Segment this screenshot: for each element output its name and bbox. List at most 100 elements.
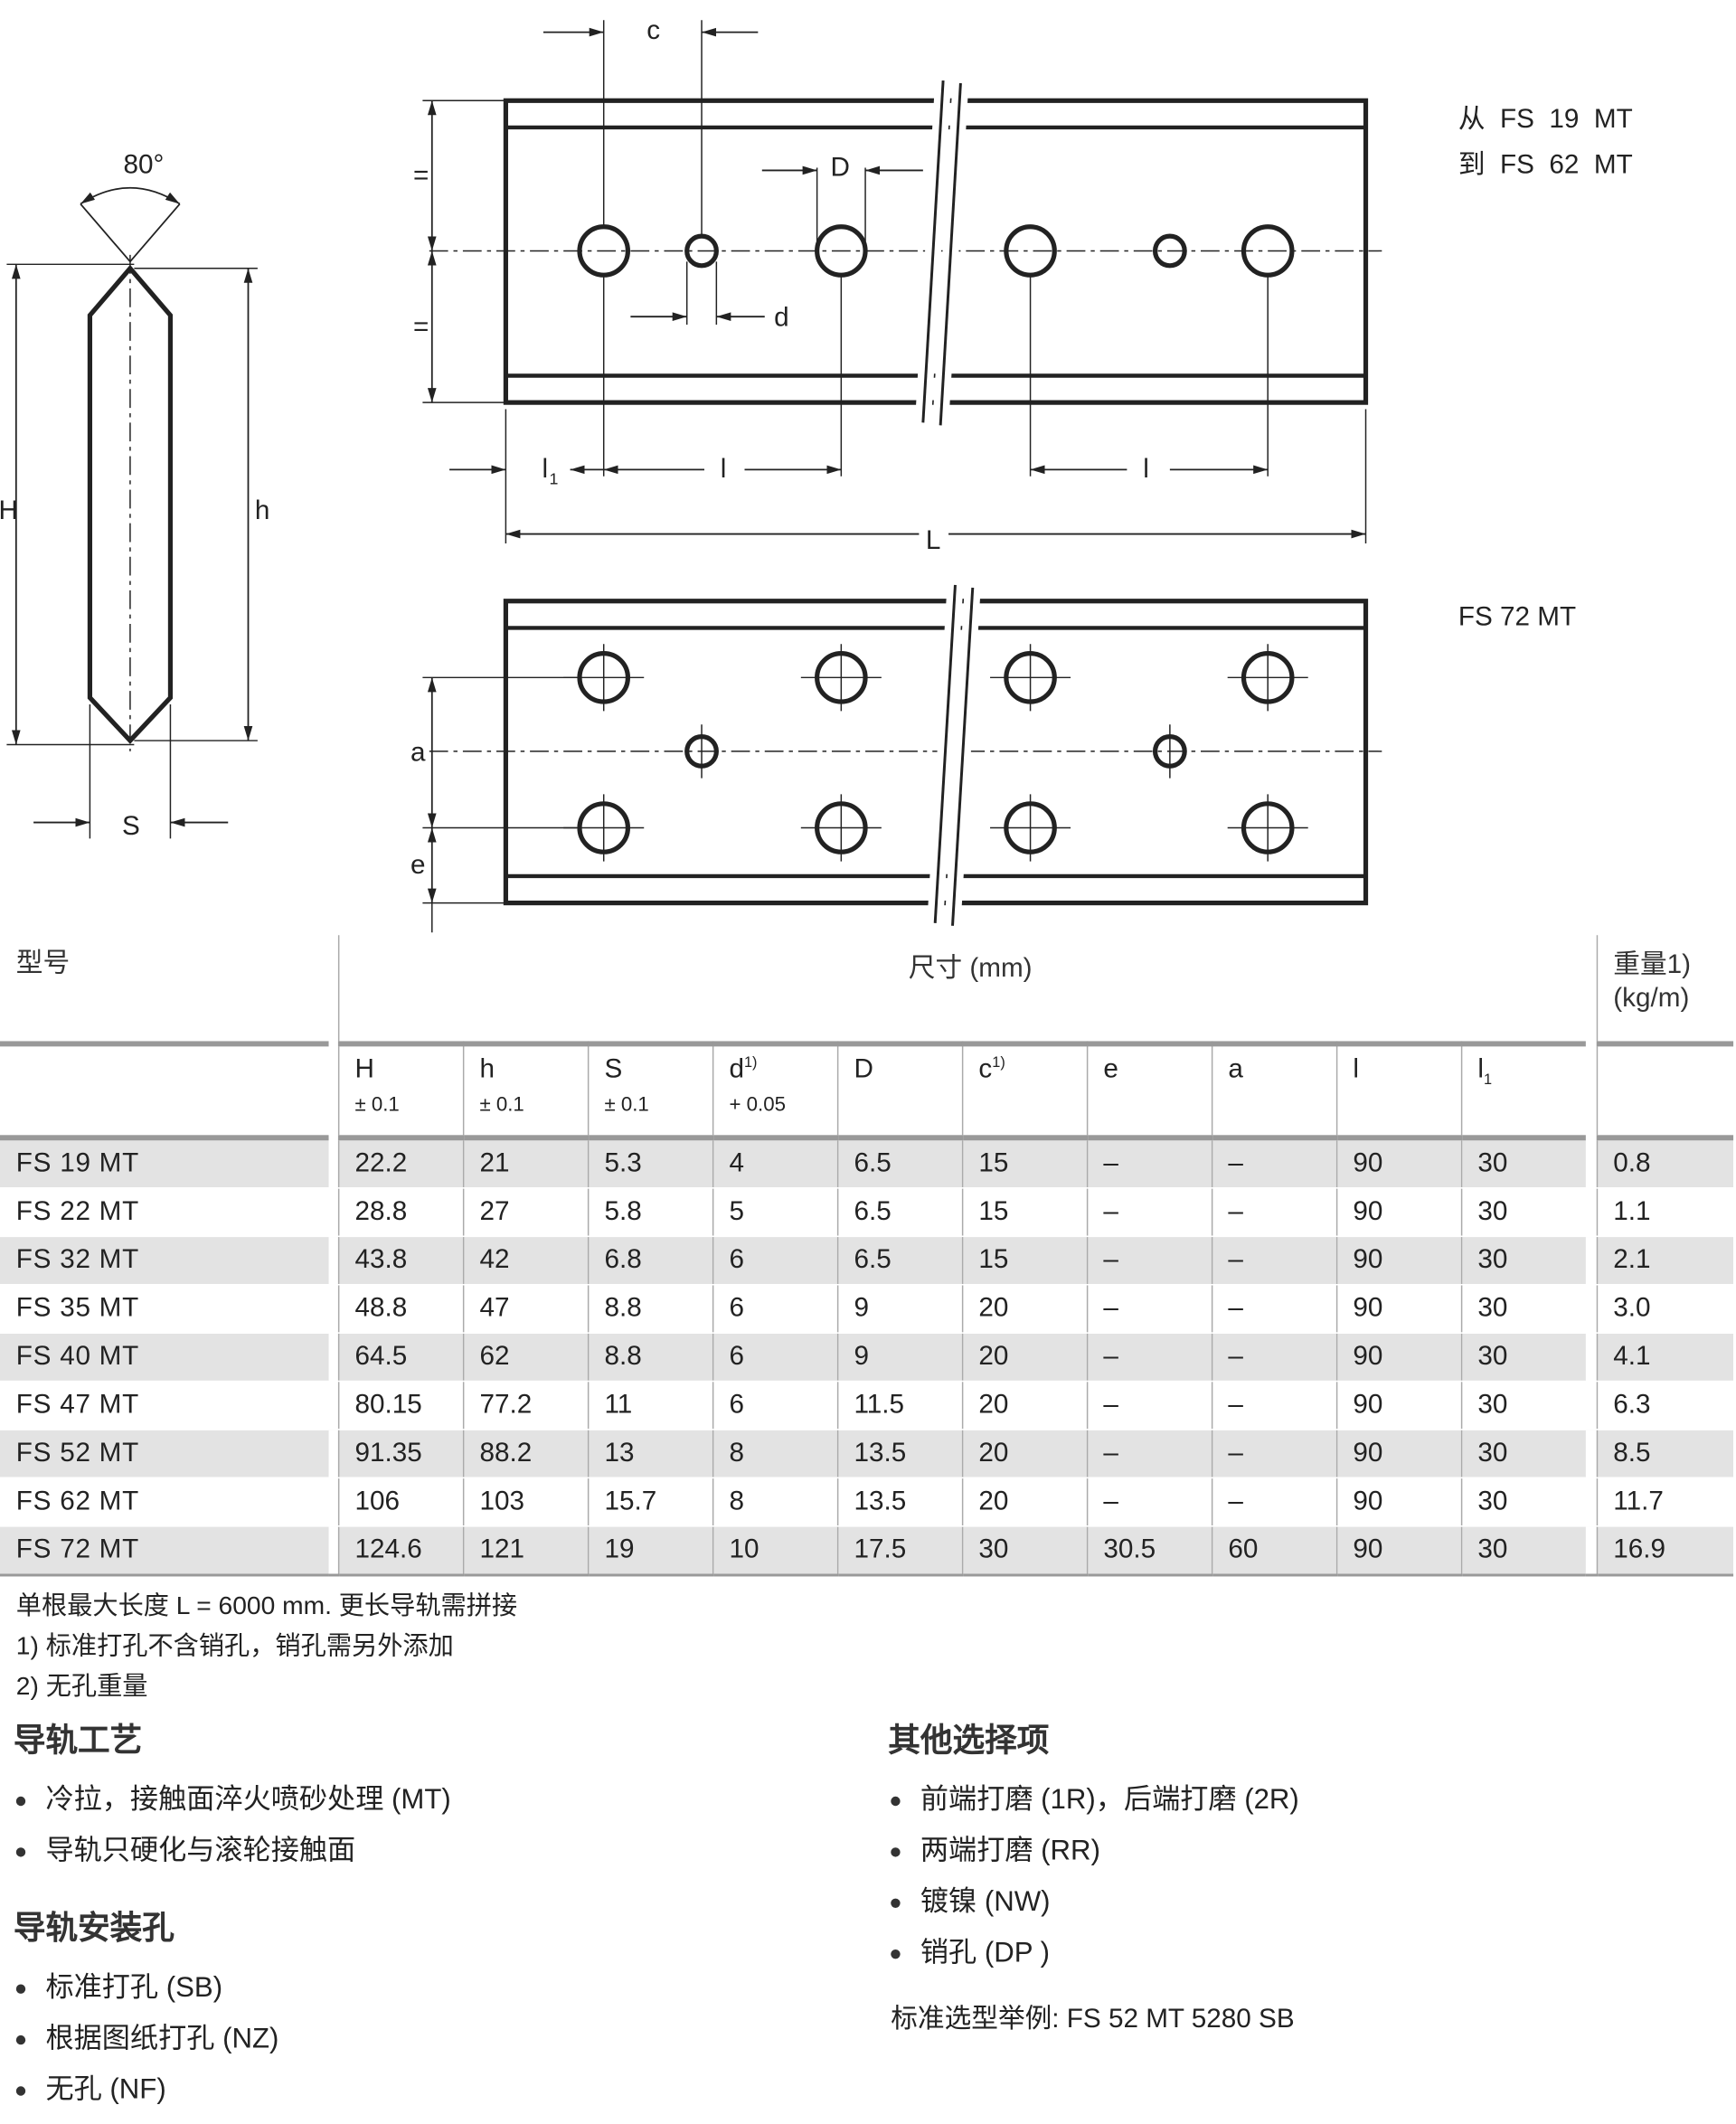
cell: 6 — [712, 1381, 837, 1430]
cell: 6.3 — [1596, 1381, 1734, 1430]
list-item: 销孔 (DP ) — [888, 1928, 1299, 1978]
cell: 2.1 — [1596, 1236, 1734, 1286]
range-from-label: 从 FS 19 MT — [1458, 104, 1633, 134]
cell: – — [1211, 1236, 1336, 1286]
cell: 88.2 — [462, 1429, 588, 1479]
cell: – — [1211, 1429, 1336, 1479]
col-header-8: a — [1211, 1043, 1336, 1141]
cell: 28.8 — [337, 1187, 463, 1238]
cell: 20 — [961, 1381, 1087, 1430]
angle-label: 80° — [124, 149, 165, 179]
cell: 20 — [961, 1429, 1087, 1479]
fs72-label: FS 72 MT — [1458, 601, 1576, 631]
cell-type: FS 62 MT — [0, 1477, 329, 1527]
cell: 5.3 — [587, 1138, 712, 1189]
cell-type: FS 47 MT — [0, 1381, 329, 1430]
cell: 77.2 — [462, 1381, 588, 1430]
cell-type: FS 35 MT — [0, 1284, 329, 1334]
cell: – — [1086, 1477, 1212, 1527]
cell: 91.35 — [337, 1429, 463, 1479]
cell: 11.7 — [1596, 1477, 1734, 1527]
cell: 15 — [961, 1138, 1087, 1189]
cell: – — [1086, 1429, 1212, 1479]
cell: 11 — [587, 1381, 712, 1430]
e-label: e — [410, 850, 426, 880]
cell: 13 — [587, 1429, 712, 1479]
cell-type: FS 22 MT — [0, 1187, 329, 1238]
cell: 13.5 — [836, 1429, 962, 1479]
cell: 16.9 — [1596, 1525, 1734, 1577]
cell: 30 — [1460, 1525, 1586, 1577]
cell: 30 — [1460, 1429, 1586, 1479]
cell: 15 — [961, 1187, 1087, 1238]
cell: 10 — [712, 1525, 837, 1577]
rail-fs72-view — [422, 584, 1382, 933]
cell: 30 — [1460, 1333, 1586, 1383]
cell: – — [1086, 1138, 1212, 1189]
cell: 20 — [961, 1333, 1087, 1383]
list-item: 前端打磨 (1R)，后端打磨 (2R) — [888, 1775, 1299, 1826]
d-label: d — [774, 303, 789, 333]
col-header-9: l — [1335, 1043, 1461, 1141]
cell: 5 — [712, 1187, 837, 1238]
cell: 8 — [712, 1429, 837, 1479]
cell: 22.2 — [337, 1138, 463, 1189]
col-header-10: l1 — [1460, 1043, 1586, 1141]
L-label: L — [926, 525, 941, 555]
rail-top-view — [422, 20, 1382, 543]
cell: – — [1211, 1333, 1336, 1383]
cell: 103 — [462, 1477, 588, 1527]
cell: 11.5 — [836, 1381, 962, 1430]
cell: 90 — [1335, 1525, 1461, 1577]
options-title: 其他选择项 — [888, 1723, 1050, 1760]
cell: 3.0 — [1596, 1284, 1734, 1334]
list-item: 根据图纸打孔 (NZ) — [14, 2014, 278, 2064]
l1-label: l1 — [542, 454, 558, 487]
cell: 17.5 — [836, 1525, 962, 1577]
holes-title: 导轨安装孔 — [13, 1910, 175, 1947]
col-header-5: D — [836, 1043, 962, 1141]
cell: 62 — [462, 1333, 588, 1383]
process-list: 冷拉，接触面淬火喷砂处理 (MT) 导轨只硬化与滚轮接触面 — [14, 1775, 451, 1877]
cell: 90 — [1335, 1187, 1461, 1238]
cell: – — [1086, 1236, 1212, 1286]
technical-drawing: 80° H h S c D d = = l1 l l L a e 从 FS 19… — [0, 15, 1633, 933]
cell: 64.5 — [337, 1333, 463, 1383]
cell: 6 — [712, 1284, 837, 1334]
cell: 43.8 — [337, 1236, 463, 1286]
cell: 13.5 — [836, 1477, 962, 1527]
H-label: H — [0, 496, 18, 525]
cell-type: FS 32 MT — [0, 1236, 329, 1286]
cell: 9 — [836, 1284, 962, 1334]
cell: – — [1086, 1381, 1212, 1430]
cell: 42 — [462, 1236, 588, 1286]
cell: – — [1211, 1381, 1336, 1430]
a-label: a — [410, 737, 426, 767]
cell: – — [1086, 1333, 1212, 1383]
cell: 48.8 — [337, 1284, 463, 1334]
cell: 6 — [712, 1236, 837, 1286]
cell: – — [1211, 1187, 1336, 1238]
cell: 124.6 — [337, 1525, 463, 1577]
cell: 30 — [1460, 1138, 1586, 1189]
cell: 90 — [1335, 1381, 1461, 1430]
list-item: 镀镍 (NW) — [888, 1877, 1299, 1928]
cell: 4.1 — [1596, 1333, 1734, 1383]
cell: 90 — [1335, 1477, 1461, 1527]
cell-type: FS 19 MT — [0, 1138, 329, 1189]
cell: 9 — [836, 1333, 962, 1383]
cell: 19 — [587, 1525, 712, 1577]
col-weight-header: 重量1)(kg/m) — [1596, 935, 1734, 1047]
l-label: l — [721, 454, 727, 484]
cell-type: FS 72 MT — [0, 1525, 329, 1577]
c-label: c — [646, 15, 660, 45]
cell: 90 — [1335, 1138, 1461, 1189]
holes-list: 标准打孔 (SB) 根据图纸打孔 (NZ) 无孔 (NF) — [14, 1963, 278, 2116]
cell: 5.8 — [587, 1187, 712, 1238]
